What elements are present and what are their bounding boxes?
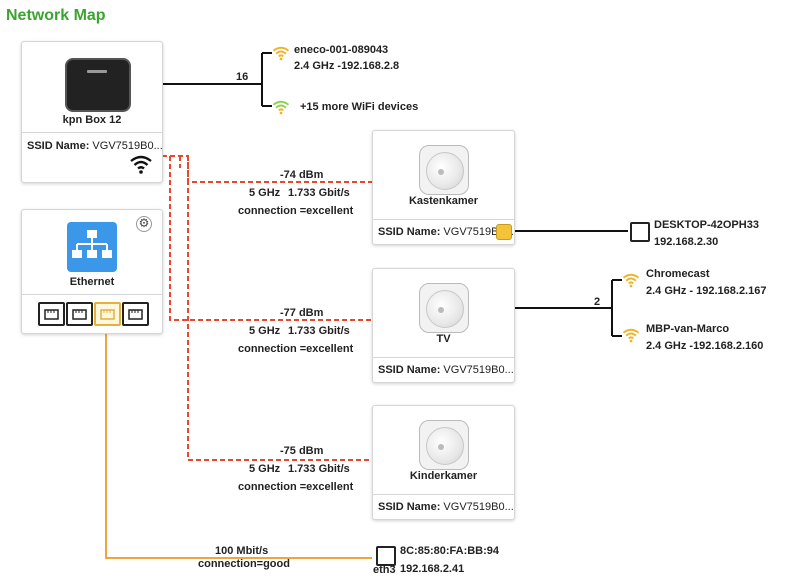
wifi-icon (272, 46, 290, 61)
wired-speed: 100 Mbit/s (215, 545, 269, 557)
wired-mac[interactable]: 8C:85:80:FA:BB:94 (400, 545, 500, 557)
tv-device-name[interactable]: MBP-van-Marco (646, 323, 730, 335)
more-wifi-devices-link[interactable]: +15 more WiFi devices (300, 101, 419, 113)
ap-card-kastenkamer[interactable]: Kastenkamer SSID Name: VGV7519B0... (372, 130, 515, 245)
ethernet-card[interactable]: ⚙ Ethernet (21, 209, 163, 334)
ap3-band: 5 GHz (249, 463, 281, 475)
wired-ip: 192.168.2.41 (400, 563, 465, 575)
ap-ssid: SSID Name: VGV7519B0... (378, 364, 514, 376)
wifi-icon (622, 273, 640, 288)
ap-name: Kastenkamer (408, 195, 479, 207)
router-image (65, 58, 131, 112)
ap3-dbm: -75 dBm (280, 445, 324, 457)
ethernet-port-icon[interactable] (66, 302, 93, 326)
wifi-count: 16 (236, 71, 249, 83)
wired-quality: connection=good (198, 558, 290, 570)
tv-group-count: 2 (594, 296, 601, 308)
ethernet-name: Ethernet (69, 276, 115, 288)
wifi-icon (272, 100, 290, 115)
ethernet-port-icon (630, 222, 650, 242)
ap2-quality: connection =excellent (238, 343, 354, 355)
ap2-speed: 1.733 Gbit/s (288, 325, 350, 337)
router-name: kpn Box 12 (62, 114, 122, 126)
ap1-dbm: -74 dBm (280, 169, 324, 181)
tv-device-name[interactable]: Chromecast (646, 268, 710, 280)
wired-port: eth3 (373, 564, 396, 576)
ap-port-icon (496, 224, 512, 240)
wifi-device-info: 2.4 GHz -192.168.2.8 (294, 60, 400, 72)
network-icon (67, 222, 117, 272)
tv-device-info: 2.4 GHz -192.168.2.160 (646, 340, 764, 352)
ap-name: TV (436, 333, 451, 345)
ap-ssid: SSID Name: VGV7519B0... (378, 501, 514, 513)
desktop-name[interactable]: DESKTOP-42OPH33 (654, 219, 759, 231)
ap3-speed: 1.733 Gbit/s (288, 463, 350, 475)
gear-icon[interactable]: ⚙ (136, 216, 152, 232)
wifi-device-name[interactable]: eneco-001-089043 (294, 44, 389, 56)
ap1-speed: 1.733 Gbit/s (288, 187, 350, 199)
ap-card-tv[interactable]: TV SSID Name: VGV7519B0... (372, 268, 515, 383)
ap1-quality: connection =excellent (238, 205, 354, 217)
access-point-image (419, 420, 469, 470)
wifi-icon (130, 155, 152, 174)
wifi-icon (622, 328, 640, 343)
ap-card-kinderkamer[interactable]: Kinderkamer SSID Name: VGV7519B0... (372, 405, 515, 520)
access-point-image (419, 145, 469, 195)
ethernet-port-icon[interactable] (38, 302, 65, 326)
ap-ssid: SSID Name: VGV7519B0... (378, 226, 514, 238)
ap1-band: 5 GHz (249, 187, 281, 199)
ethernet-port-icon[interactable] (122, 302, 149, 326)
ap2-band: 5 GHz (249, 325, 281, 337)
ap2-dbm: -77 dBm (280, 307, 324, 319)
ap3-quality: connection =excellent (238, 481, 354, 493)
access-point-image (419, 283, 469, 333)
router-card[interactable]: kpn Box 12 SSID Name: VGV7519B0... (21, 41, 163, 183)
ethernet-port-icon (376, 546, 396, 566)
desktop-ip: 192.168.2.30 (654, 236, 719, 248)
ap-name: Kinderkamer (409, 470, 478, 482)
tv-device-info: 2.4 GHz - 192.168.2.167 (646, 285, 767, 297)
ethernet-port-active-icon[interactable] (94, 302, 121, 326)
router-ssid: SSID Name: VGV7519B0... (27, 140, 163, 152)
page-title: Network Map (6, 7, 106, 24)
